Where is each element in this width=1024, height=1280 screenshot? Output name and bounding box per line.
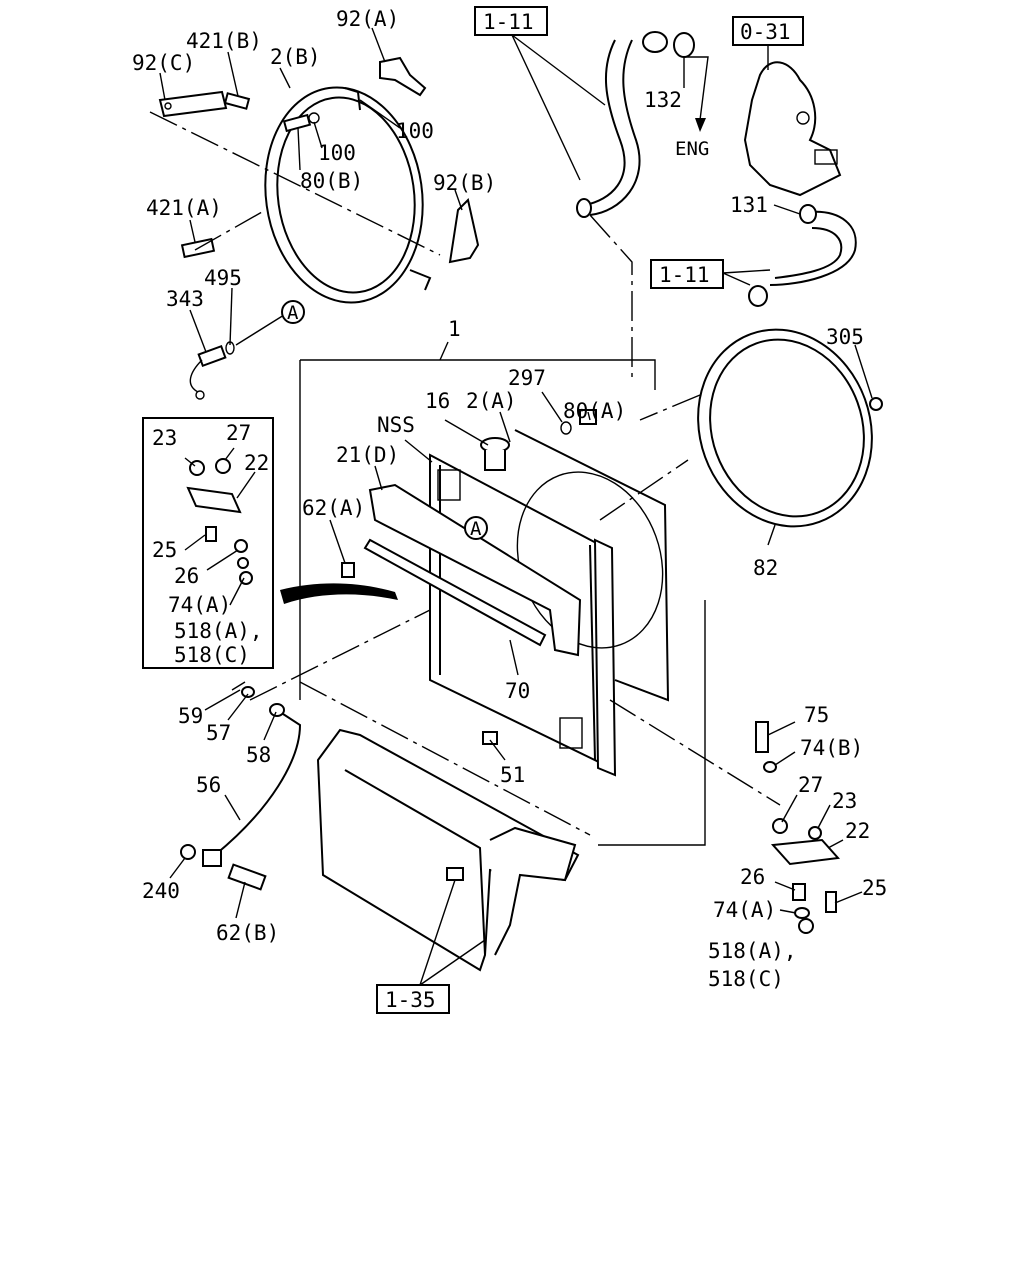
bracket-92b — [448, 198, 480, 264]
leader-lines — [149, 27, 873, 986]
label-74a: 74(A) — [168, 593, 231, 617]
label-27: 27 — [798, 773, 823, 797]
label-27: 27 — [226, 421, 251, 445]
radiator-cap-16[interactable] — [480, 437, 510, 471]
clamp-132[interactable] — [673, 32, 695, 58]
label-58: 58 — [246, 743, 271, 767]
label-23: 23 — [832, 789, 857, 813]
label-518a: 518(A), — [708, 939, 797, 963]
svg-text:A: A — [287, 302, 299, 324]
svg-text:0-31: 0-31 — [740, 20, 791, 44]
bolt-80a — [560, 409, 597, 435]
label-100: 100 — [318, 141, 356, 165]
label-51: 51 — [500, 763, 525, 787]
ref-box-1-11-top[interactable]: 1-11 — [474, 6, 548, 36]
label-22: 22 — [845, 819, 870, 843]
label-305: 305 — [826, 325, 864, 349]
label-nss: NSS — [377, 413, 415, 437]
bracket-92c — [158, 90, 228, 118]
label-21d: 21(D) — [336, 443, 399, 467]
svg-text:A: A — [470, 518, 482, 540]
ref-box-1-11-mid[interactable]: 1-11 — [650, 259, 724, 289]
label-80b: 80(B) — [300, 169, 363, 193]
label-421a: 421(A) — [146, 196, 222, 220]
label-495: 495 — [204, 266, 242, 290]
label-421b: 421(B) — [186, 29, 262, 53]
label-22: 22 — [244, 451, 269, 475]
clamp-131[interactable] — [799, 204, 817, 224]
label-74a: 74(A) — [713, 898, 776, 922]
label-56: 56 — [196, 773, 221, 797]
bolt-51 — [482, 731, 498, 745]
reservoir-tank — [743, 61, 842, 197]
bracket-92a — [379, 56, 427, 97]
circle-a-marker: A — [464, 516, 488, 540]
label-57: 57 — [206, 721, 231, 745]
label-92b: 92(B) — [433, 171, 496, 195]
fan-shroud-upper — [264, 86, 432, 304]
label-eng: ENG — [675, 138, 709, 160]
circle-a-marker: A — [281, 300, 305, 324]
upper-hose — [576, 31, 668, 218]
label-25: 25 — [152, 538, 177, 562]
label-240: 240 — [142, 879, 180, 903]
label-26: 26 — [174, 564, 199, 588]
label-59: 59 — [178, 704, 203, 728]
ref-box-0-31[interactable]: 0-31 — [732, 16, 804, 46]
label-343: 343 — [166, 287, 204, 311]
detail-box-left — [142, 417, 274, 669]
label-62b: 62(B) — [216, 921, 279, 945]
label-518a: 518(A), — [174, 619, 263, 643]
label-92c: 92(C) — [132, 51, 195, 75]
label-2b: 2(B) — [270, 45, 321, 69]
sensor-343 — [189, 341, 235, 400]
label-70: 70 — [505, 679, 530, 703]
svg-text:1-35: 1-35 — [385, 988, 436, 1012]
label-1: 1 — [448, 317, 461, 341]
label-23: 23 — [152, 426, 177, 450]
bolt-80b — [282, 112, 320, 133]
radiator-core — [429, 453, 617, 777]
label-62a: 62(A) — [302, 496, 365, 520]
label-2a: 2(A) — [466, 389, 517, 413]
insulator-strip — [280, 583, 398, 604]
label-131: 131 — [730, 193, 768, 217]
label-16: 16 — [425, 389, 450, 413]
radiator-assembly-frame — [299, 359, 706, 846]
label-518c: 518(C) — [174, 643, 250, 667]
label-74b: 74(B) — [800, 736, 863, 760]
label-25: 25 — [862, 876, 887, 900]
label-82: 82 — [753, 556, 778, 580]
mount-detail-right — [755, 721, 841, 934]
lower-hose — [748, 210, 857, 307]
part-labels: ENG 92(A) 421(B) 2(B) 92(C) 100 100 80(B… — [132, 7, 887, 991]
baffle-21d — [368, 483, 582, 657]
bolt-62a — [341, 562, 355, 578]
ref-box-1-35[interactable]: 1-35 — [376, 984, 450, 1014]
label-92a: 92(A) — [336, 7, 399, 31]
svg-text:1-11: 1-11 — [659, 263, 710, 287]
label-80a: 80(A) — [563, 399, 626, 423]
fan-shroud-ring-82 — [697, 328, 883, 528]
label-132: 132 — [644, 88, 682, 112]
support-bar-70 — [363, 538, 547, 647]
svg-text:1-11: 1-11 — [483, 10, 534, 34]
intercooler — [316, 728, 580, 972]
bolt-421b — [223, 92, 251, 110]
label-26: 26 — [740, 865, 765, 889]
label-518c: 518(C) — [708, 967, 784, 991]
label-100: 100 — [396, 119, 434, 143]
label-297: 297 — [508, 366, 546, 390]
label-75: 75 — [804, 703, 829, 727]
